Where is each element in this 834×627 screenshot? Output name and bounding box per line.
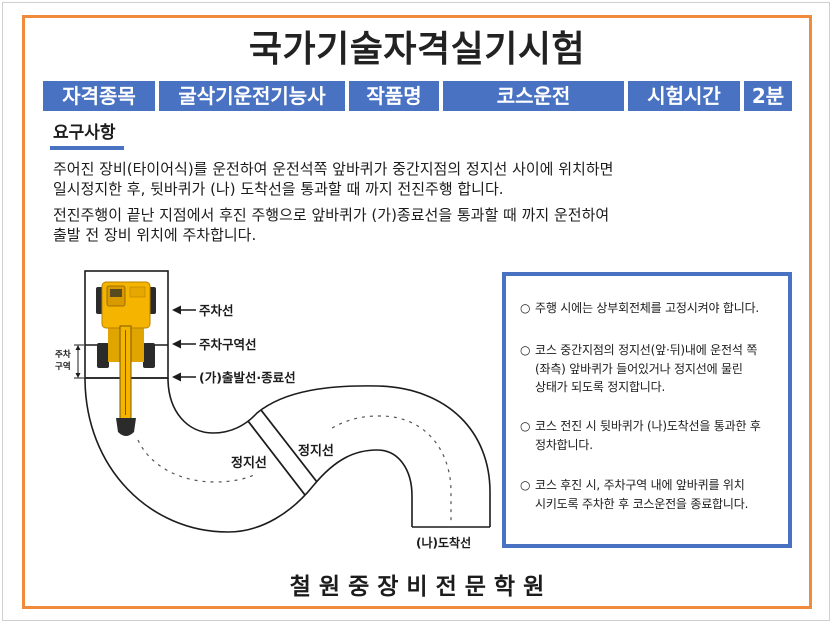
excavator-wheel — [97, 343, 109, 368]
requirement-line: 주어진 장비(타이어식)를 운전하여 운전석쪽 앞바퀴가 중간지점의 정지선 사… — [53, 160, 614, 178]
note-line: 정차합니다. — [535, 437, 593, 452]
course-lower-boundary — [84, 377, 413, 533]
excavator-wheel — [143, 343, 155, 368]
arrow-left-icon — [172, 305, 181, 315]
finish-line-label: (나)도착선 — [416, 535, 471, 550]
course-centerline — [331, 415, 452, 521]
parking-line-callout: 주차선 — [172, 303, 234, 318]
excavator-bucket — [116, 418, 136, 436]
requirement-line: 출발 전 장비 위치에 주차합니다. — [53, 225, 257, 244]
stop-line-label: 정지선 — [231, 455, 267, 471]
dimension-arrow-down-icon — [75, 373, 81, 378]
note-line: 시키도록 주차한 후 코스운전을 종료합니다. — [535, 496, 749, 511]
requirements-heading: 요구사항 — [53, 123, 116, 143]
orange-frame — [22, 15, 812, 609]
requirement-line: 전진주행이 끝난 지점에서 후진 주행으로 앞바퀴가 (가)종료선을 통과할 때… — [53, 206, 610, 224]
note-item: ○ 코스 전진 시 뒷바퀴가 (나)도착선을 통과한 후 정차합니다. — [520, 417, 761, 454]
note-item: ○ 코스 중간지점의 정지선(앞·뒤)내에 운전석 쪽 (좌측) 앞바퀴가 들어… — [520, 341, 757, 397]
requirement-paragraph: 전진주행이 끝난 지점에서 후진 주행으로 앞바퀴가 (가)종료선을 통과할 때… — [53, 206, 609, 245]
qualification-label: 자격종목 — [43, 81, 155, 111]
excavator-cab-window — [110, 289, 122, 297]
circle-bullet-icon: ○ — [520, 343, 531, 357]
excavator-icon — [96, 281, 156, 436]
note-line: 코스 후진 시, 주차구역 내에 앞바퀴를 위치 — [535, 478, 745, 492]
note-item: ○ 코스 후진 시, 주차구역 내에 앞바퀴를 위치 시키도록 주차한 후 코스… — [520, 476, 748, 513]
note-line: 코스 전진 시 뒷바퀴가 (나)도착선을 통과한 후 — [535, 419, 761, 433]
start-end-line-label: (가)출발선·종료선 — [199, 370, 296, 385]
note-line: 상태가 되도록 정지합니다. — [535, 380, 666, 395]
parking-line-label: 주차선 — [199, 303, 234, 318]
stop-line-front — [247, 420, 306, 496]
time-value: 2분 — [744, 81, 792, 111]
start-end-line-callout: (가)출발선·종료선 — [172, 370, 296, 385]
dimension-arrow-up-icon — [75, 345, 81, 350]
course-diagram: 주차 구역 주차선 주차구역선 (가)출발선·종료선 정지선 정지선 (나)도착… — [55, 270, 491, 550]
task-value: 코스운전 — [443, 81, 624, 111]
course-centerline — [137, 439, 257, 483]
parking-zone-label: 주차 — [55, 349, 71, 360]
stop-line-rear — [260, 409, 318, 483]
circle-bullet-icon: ○ — [520, 478, 531, 492]
requirement-paragraph: 주어진 장비(타이어식)를 운전하여 운전석쪽 앞바퀴가 중간지점의 정지선 사… — [53, 160, 613, 199]
arrow-left-icon — [172, 339, 181, 349]
circle-bullet-icon: ○ — [520, 419, 531, 433]
page-title: 국가기술자격실기시험 — [248, 29, 586, 70]
parking-zone-label: 구역 — [55, 361, 71, 372]
note-item: ○ 주행 시에는 상부회전체를 고정시켜야 합니다. — [520, 299, 759, 318]
parking-zone-line-callout: 주차구역선 — [172, 337, 257, 352]
requirement-line: 일시정지한 후, 뒷바퀴가 (나) 도착선을 통과할 때 까지 전진주행 합니다… — [53, 179, 504, 198]
academy-name-footer: 철 원 중 장 비 전 문 학 원 — [289, 574, 545, 600]
qualification-value: 굴삭기운전기능사 — [159, 81, 345, 111]
course-upper-boundary — [167, 377, 491, 527]
parking-zone-dimension: 주차 구역 — [55, 344, 84, 379]
exam-info-bar: 자격종목 굴삭기운전기능사 작품명 코스운전 시험시간 2분 — [43, 81, 792, 111]
time-label: 시험시간 — [628, 81, 740, 111]
note-line: (좌측) 앞바퀴가 들어있거나 정지선에 물린 — [535, 361, 743, 376]
parking-zone-line-label: 주차구역선 — [199, 337, 257, 352]
arrow-left-icon — [172, 372, 181, 382]
stop-line-label: 정지선 — [298, 443, 334, 459]
notes-box: ○ 주행 시에는 상부회전체를 고정시켜야 합니다. ○ 코스 중간지점의 정지… — [502, 272, 792, 548]
note-line: 주행 시에는 상부회전체를 고정시켜야 합니다. — [535, 301, 760, 315]
excavator-engine-cover — [129, 286, 146, 298]
task-label: 작품명 — [349, 81, 439, 111]
note-line: 코스 중간지점의 정지선(앞·뒤)내에 운전석 쪽 — [535, 343, 758, 357]
circle-bullet-icon: ○ — [520, 301, 531, 315]
requirements-underline — [50, 146, 124, 150]
